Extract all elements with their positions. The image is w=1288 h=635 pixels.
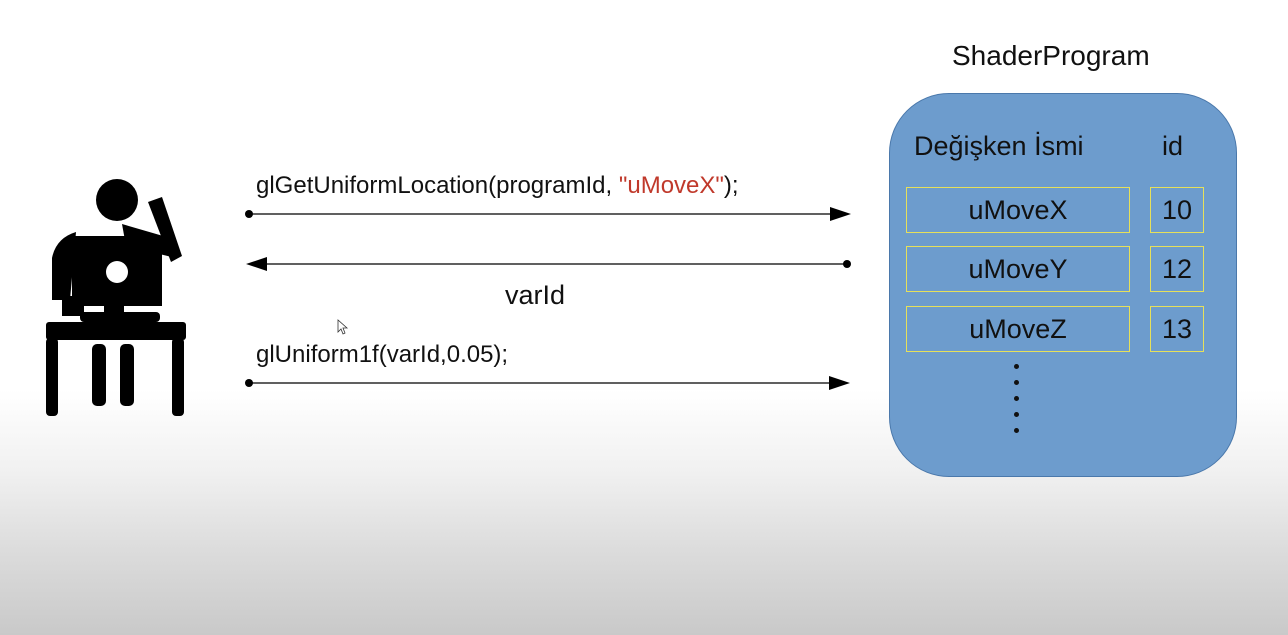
shader-program-title: ShaderProgram	[952, 40, 1150, 71]
uniform-name-cell: uMoveZ	[906, 306, 1130, 352]
uniform-id-cell: 10	[1150, 187, 1204, 233]
return-value-label: varId	[505, 280, 566, 310]
get-uniform-location-call: glGetUniformLocation(programId, "uMoveX"…	[256, 172, 739, 200]
call-arrow-get-location	[245, 207, 851, 221]
uniform-name-cell: uMoveX	[906, 187, 1130, 233]
call-prefix: glGetUniformLocation(programId,	[256, 172, 619, 199]
string-literal: "uMoveX"	[618, 172, 724, 199]
shader-program-box	[889, 93, 1237, 477]
call-arrow-uniform	[245, 376, 850, 390]
call-suffix: );	[723, 172, 739, 199]
return-arrow-varid	[246, 257, 851, 271]
uniform-name-cell: uMoveY	[906, 246, 1130, 292]
id-header: id	[1162, 131, 1184, 161]
more-rows-ellipsis	[1006, 364, 1026, 438]
uniform-id-cell: 13	[1150, 306, 1204, 352]
uniform-id-cell: 12	[1150, 246, 1204, 292]
variable-name-header: Değişken İsmi	[914, 131, 1084, 161]
cursor-icon	[337, 319, 349, 335]
uniform-call: glUniform1f(varId,0.05);	[256, 341, 509, 368]
person-at-computer-icon	[46, 179, 186, 416]
